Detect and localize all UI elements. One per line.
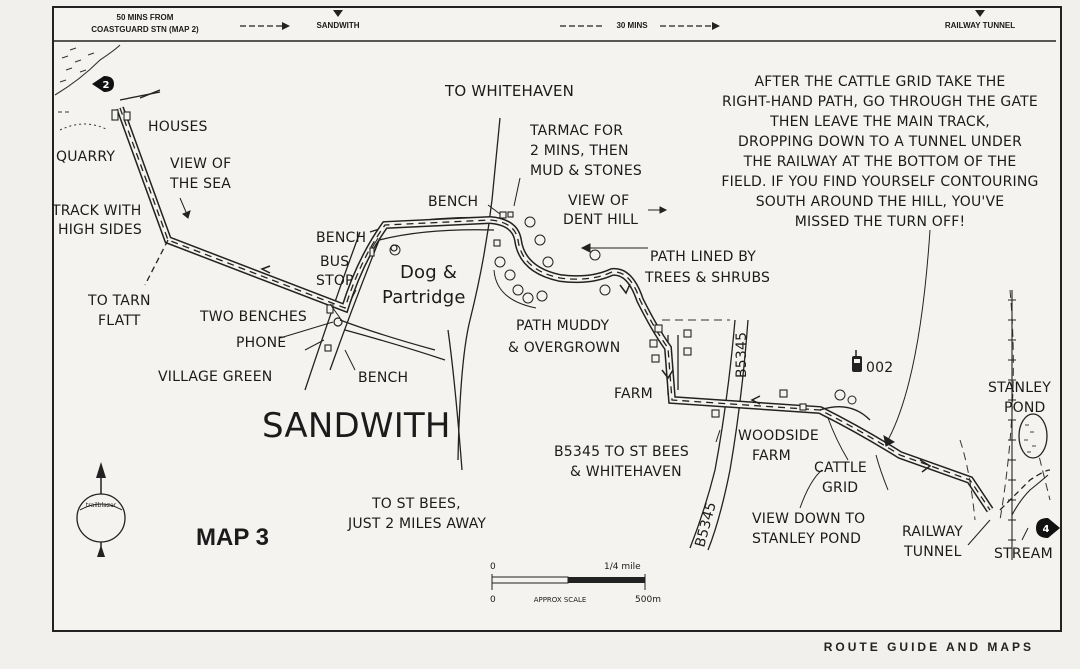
label-stanley-1: STANLEY — [988, 380, 1051, 396]
scale-quarter-mile: 1/4 mile — [604, 562, 641, 572]
bus-stop-icon — [390, 244, 398, 252]
label-stream: STREAM — [994, 546, 1053, 562]
walking-route — [116, 106, 1051, 513]
map-labels: HOUSES QUARRY VIEW OF THE SEA TRACK WITH… — [51, 82, 1053, 562]
label-path-lined-2: TREES & SHRUBS — [644, 270, 770, 286]
label-woodside-2: FARM — [752, 448, 791, 464]
label-tarn-2: FLATT — [98, 313, 141, 329]
label-path-lined-1: PATH LINED BY — [650, 249, 756, 265]
svg-text:2: 2 — [103, 80, 110, 91]
label-tunnel-2: TUNNEL — [903, 544, 962, 560]
label-to-st-bees-2: JUST 2 MILES AWAY — [347, 516, 486, 532]
header-start-line2: COASTGUARD STN (MAP 2) — [91, 25, 199, 34]
label-b5345-low: B5345 — [692, 500, 719, 549]
label-b5345-dir-2: & WHITEHAVEN — [570, 464, 682, 480]
label-tarmac-2: 2 MINS, THEN — [530, 143, 629, 159]
label-village-green: VILLAGE GREEN — [158, 369, 272, 385]
label-b5345-vertical: B5345 — [734, 332, 750, 378]
label-track-1: TRACK WITH — [51, 203, 142, 219]
note-line: THE RAILWAY AT THE BOTTOM OF THE — [743, 154, 1017, 170]
header-arrow-1 — [240, 22, 290, 30]
label-view-dent-1: VIEW OF — [568, 193, 629, 209]
label-houses: HOUSES — [148, 119, 208, 135]
label-farm: FARM — [614, 386, 653, 402]
label-woodside-1: WOODSIDE — [738, 428, 819, 444]
map-title: MAP 3 — [196, 524, 269, 551]
svg-text:4: 4 — [1043, 524, 1050, 535]
stanley-pond — [1018, 413, 1048, 459]
header-mid-place: SANDWITH — [316, 21, 359, 30]
stream-line — [1011, 474, 1049, 516]
label-bench-top: BENCH — [428, 194, 478, 210]
trees — [389, 216, 857, 405]
label-bench-low: BENCH — [358, 370, 408, 386]
note-line: MISSED THE TURN OFF! — [795, 214, 966, 230]
directions-note: AFTER THE CATTLE GRID TAKE THE RIGHT-HAND… — [721, 74, 1038, 230]
note-line: THEN LEAVE THE MAIN TRACK, — [769, 114, 990, 130]
label-gps-002: 002 — [866, 360, 893, 376]
compass-brand: trailblazer — [86, 502, 117, 509]
note-line: FIELD. IF YOU FIND YOURSELF CONTOURING — [721, 174, 1038, 190]
label-stanley-2: POND — [1004, 400, 1046, 416]
scale-zero-bottom: 0 — [490, 595, 496, 605]
label-to-whitehaven: TO WHITEHAVEN — [444, 82, 574, 100]
note-line: SOUTH AROUND THE HILL, YOU'VE — [756, 194, 1005, 210]
label-view-sea-1: VIEW OF — [170, 156, 231, 172]
railway — [1008, 290, 1016, 560]
label-bus-2: STOP — [316, 273, 354, 289]
label-cattle-1: CATTLE — [814, 460, 867, 476]
label-tarn-1: TO TARN — [87, 293, 151, 309]
scale-zero-top: 0 — [490, 562, 496, 572]
waypoint-2: 2 — [92, 76, 114, 92]
label-path-muddy-2: & OVERGROWN — [508, 340, 620, 356]
header-marker-tunnel — [975, 10, 985, 17]
phone-icon — [333, 317, 343, 327]
label-cattle-2: GRID — [822, 480, 858, 496]
scale-approx: APPROX SCALE — [534, 596, 587, 604]
header-arrow-2 — [560, 22, 720, 30]
label-tarmac-1: TARMAC FOR — [529, 123, 623, 139]
header-start-line1: 50 MINS FROM — [117, 13, 174, 22]
scale-bar: 0 1/4 mile 0 APPROX SCALE 500m — [490, 562, 661, 605]
note-line: RIGHT-HAND PATH, GO THROUGH THE GATE — [722, 94, 1038, 110]
compass-rose: trailblazer — [76, 462, 126, 557]
label-b5345-dir-1: B5345 TO ST BEES — [554, 444, 689, 460]
label-view-sea-2: THE SEA — [169, 176, 231, 192]
scale-metres: 500m — [635, 595, 661, 605]
quarry-edge — [59, 123, 109, 131]
buildings — [111, 109, 807, 418]
label-view-pond-1: VIEW DOWN TO — [752, 511, 865, 527]
label-bench-left: BENCH — [316, 230, 366, 246]
label-track-2: HIGH SIDES — [58, 222, 142, 238]
label-to-st-bees-1: TO ST BEES, — [371, 496, 461, 512]
waypoint-4: 4 — [1036, 518, 1060, 538]
label-bus-1: BUS — [320, 254, 349, 270]
sea-coast — [54, 44, 121, 96]
header-marker-sandwith — [333, 10, 343, 17]
note-line: AFTER THE CATTLE GRID TAKE THE — [755, 74, 1006, 90]
label-path-muddy-1: PATH MUDDY — [516, 318, 609, 334]
note-line: DROPPING DOWN TO A TUNNEL UNDER — [738, 134, 1022, 150]
label-two-benches: TWO BENCHES — [199, 309, 307, 325]
label-quarry: QUARRY — [56, 149, 115, 165]
header-end-place: RAILWAY TUNNEL — [945, 21, 1015, 30]
label-view-dent-2: DENT HILL — [563, 212, 638, 228]
label-pub-1: Dog & — [400, 262, 457, 283]
leader-lines — [179, 177, 1029, 546]
label-tunnel-1: RAILWAY — [902, 524, 963, 540]
gps-waypoint-icon — [852, 350, 862, 372]
label-tarmac-3: MUD & STONES — [530, 163, 642, 179]
label-pub-2: Partridge — [382, 287, 466, 308]
label-phone: PHONE — [236, 335, 286, 351]
label-sandwith: SANDWITH — [262, 406, 451, 446]
footer-title: ROUTE GUIDE AND MAPS — [823, 640, 1034, 654]
route-arrows — [260, 265, 932, 473]
label-view-pond-2: STANLEY POND — [752, 531, 861, 547]
header-mid-time: 30 MINS — [616, 21, 648, 30]
map-frame — [52, 6, 1062, 632]
